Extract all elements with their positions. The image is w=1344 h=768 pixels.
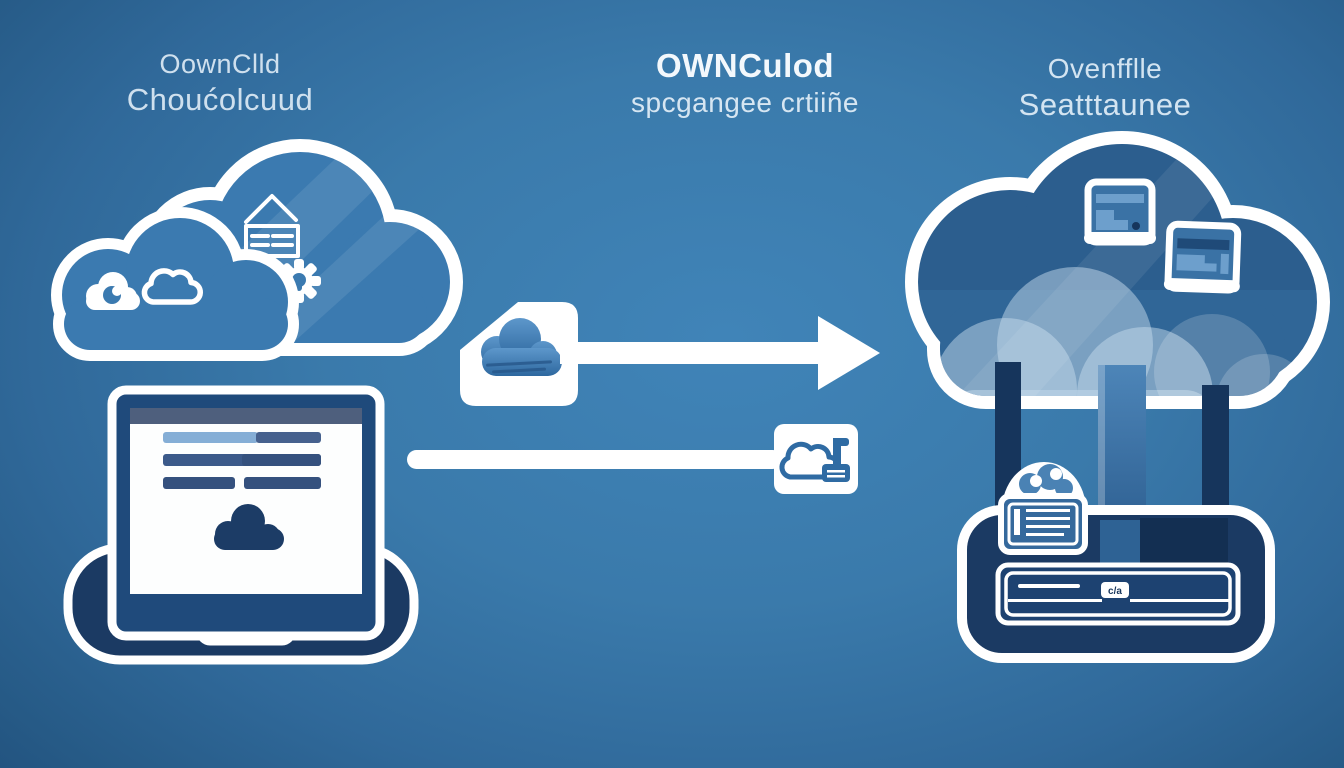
sync-file-badge [460,302,578,406]
pillar-right [1202,385,1229,517]
label-left-cloud: OownClld Choućolcuud [80,48,360,119]
label-right-line1: Ovenfflle [1047,53,1163,84]
screen-cloud-icon [214,504,284,550]
left-small-cloud [51,207,299,361]
file-icon-1 [1084,178,1156,246]
label-left-line2: Choućolcuud [126,81,314,117]
mini-cloud-filled-icon [86,272,140,310]
file-cloud-icon [481,318,562,376]
label-right-line2: Seatttaunee [1018,87,1192,123]
screen-header-bar [130,408,362,424]
file-icon-2 [1163,220,1242,294]
nas-inner-light [1100,520,1140,568]
transfer-line [407,450,782,469]
label-left-line1: OownClld [159,49,281,79]
mini-cloud-outline-icon [141,268,203,305]
drive-chip: c/a [1101,582,1129,598]
pillar-center-highlight [1098,365,1105,527]
secure-files-icon [998,462,1088,555]
pillar-center [1098,365,1146,527]
label-right-storage: Ovenfflle Seatttaunee [950,52,1260,124]
label-center-title: OWNCulod spcgangee crtiiñe [590,46,900,120]
right-cloud [905,131,1330,409]
label-center-line2: spcgangee crtiiñe [631,87,859,119]
device-sync-badge [774,424,858,494]
nas-inner-shadow [1140,518,1228,568]
drive-bay: c/a [995,562,1241,626]
sync-arrow [560,316,880,390]
laptop [63,385,419,665]
screen-content-rows [163,432,321,489]
label-center-line1: OWNCulod [655,47,835,84]
cloud-device-icon [779,438,850,482]
drive-chip-label: c/a [1108,586,1122,597]
